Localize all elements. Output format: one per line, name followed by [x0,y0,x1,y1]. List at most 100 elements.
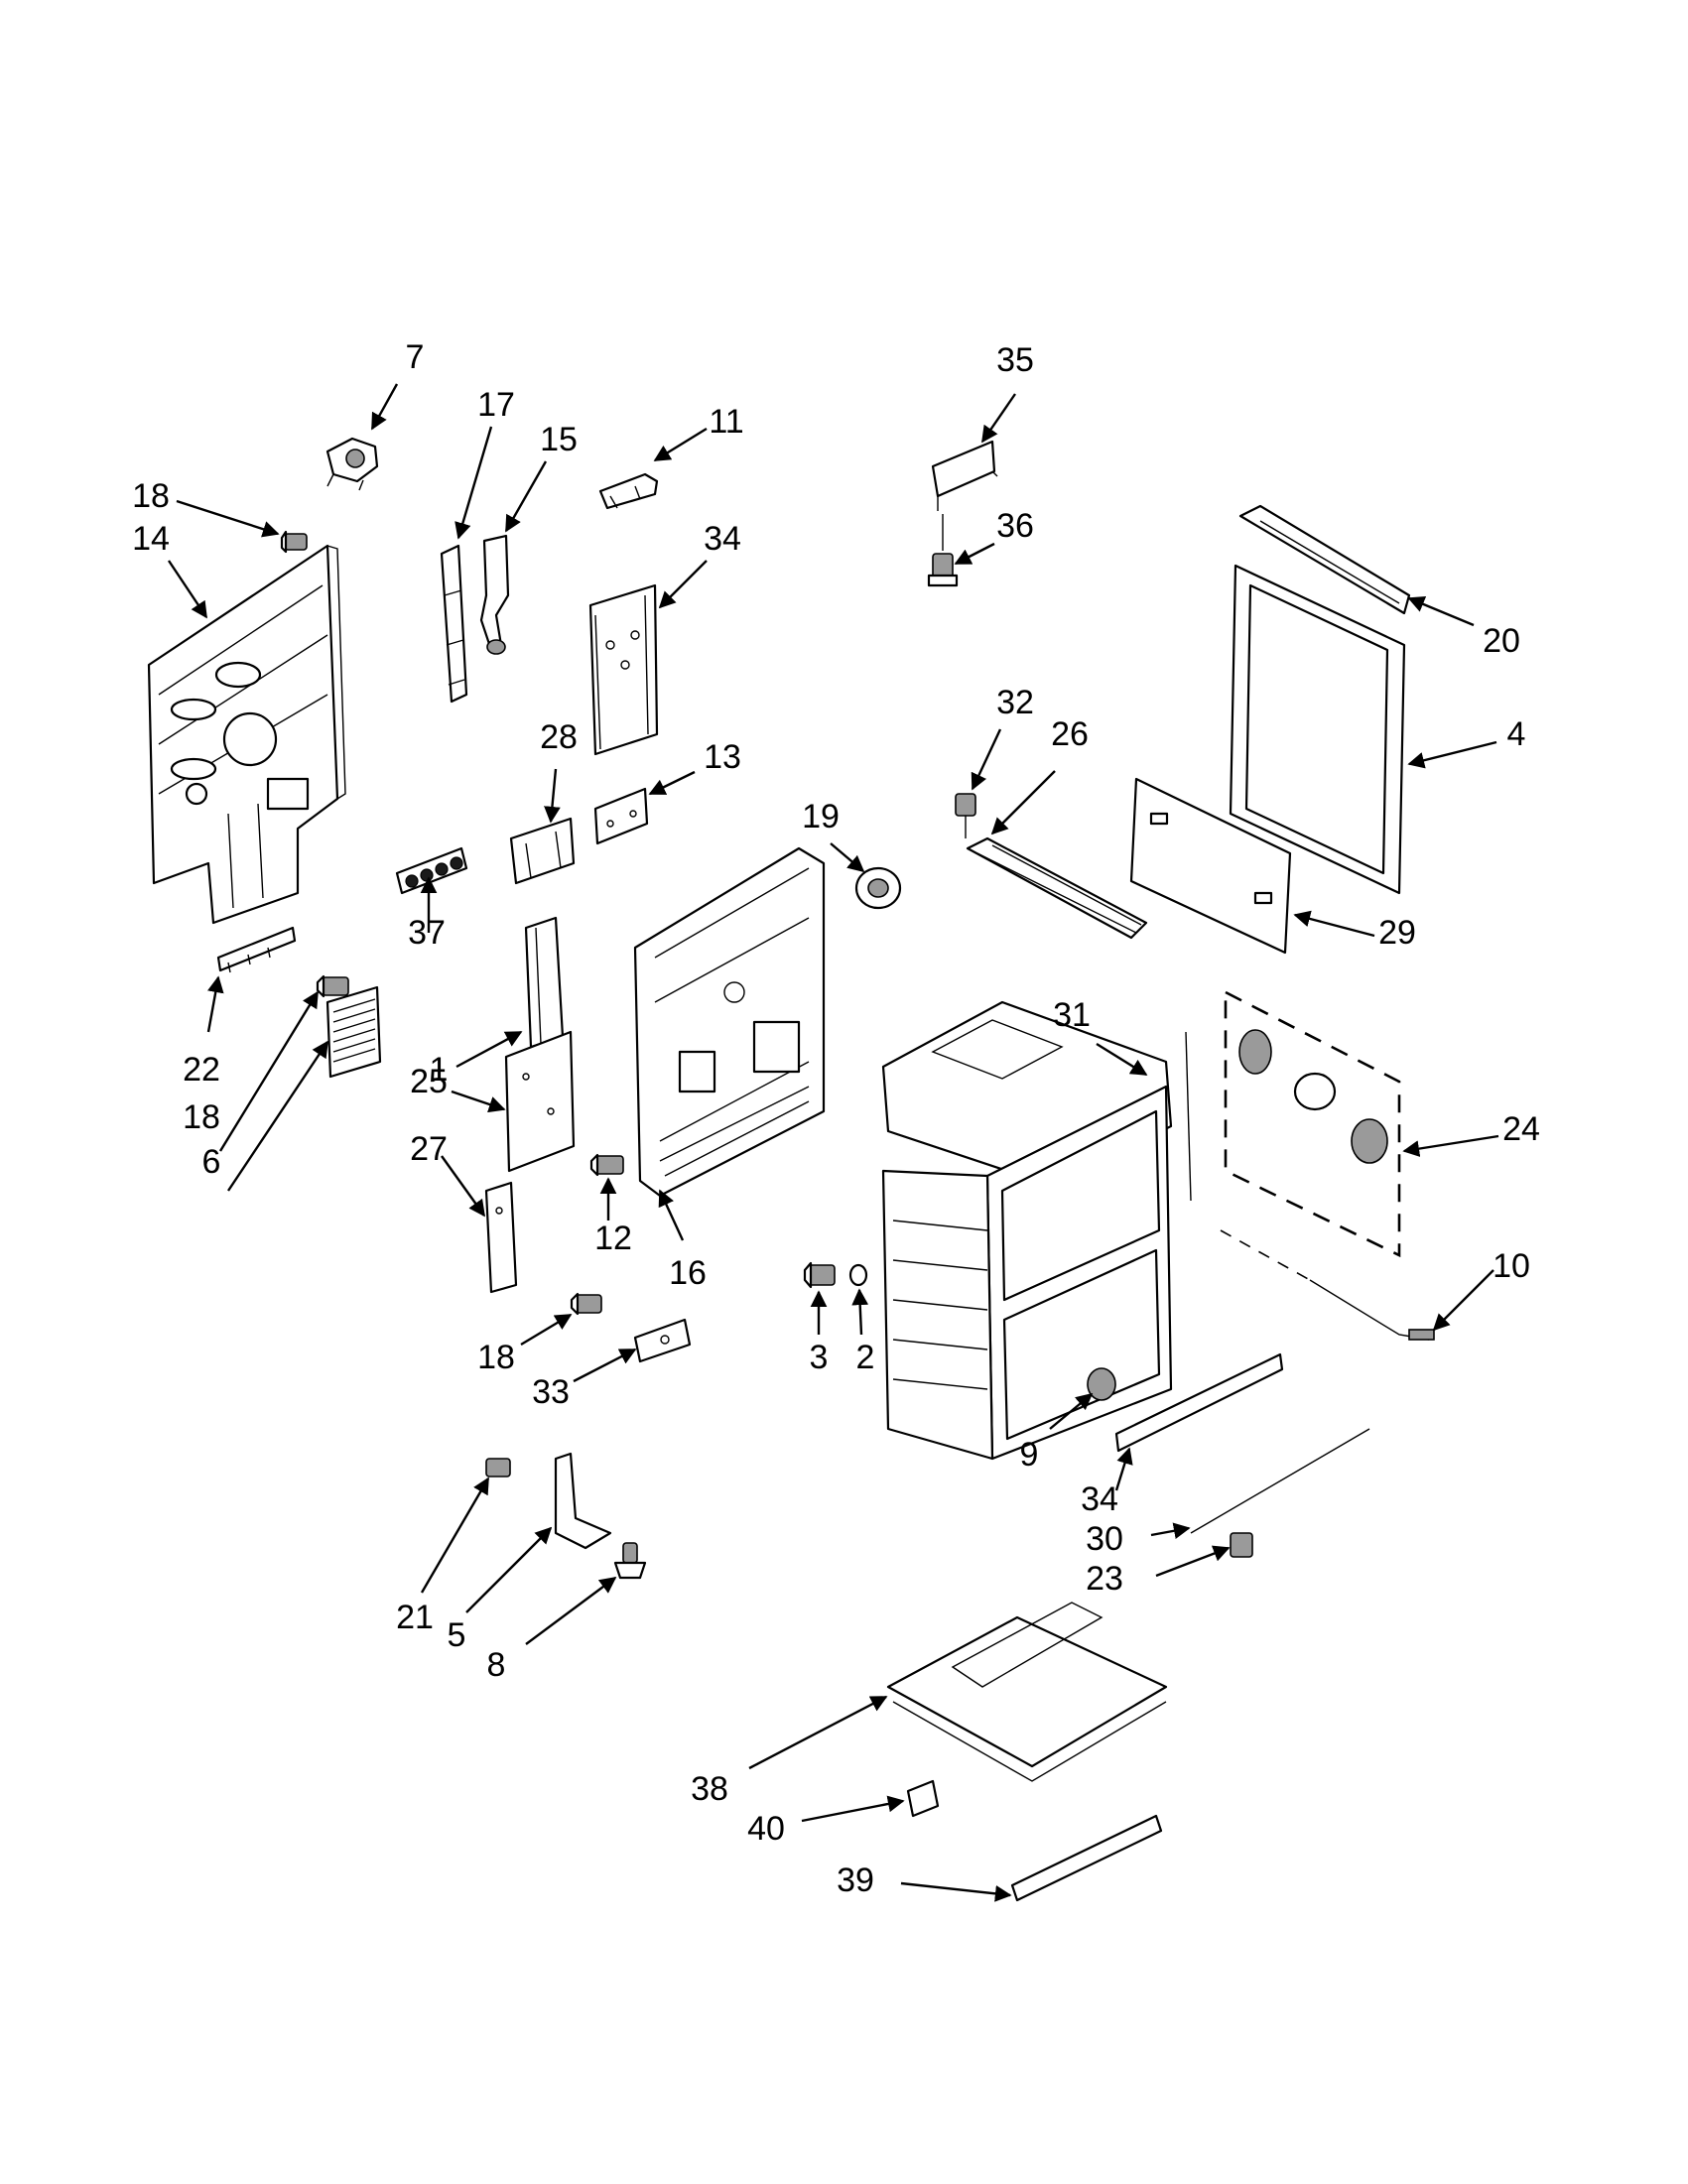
callout-11: 11 [709,403,743,441]
callout-27: 27 [410,1130,448,1168]
callout-4: 4 [1507,715,1526,753]
part-7-drawing [325,437,379,491]
leader-18b [218,990,320,1152]
part-24-drawing [1224,989,1401,1258]
part-33-drawing [633,1318,692,1363]
leader-lines [168,383,1499,1902]
part-5-drawing [554,1452,612,1550]
leader-32 [971,728,1002,791]
part-3-drawing [803,1261,836,1289]
leader-26 [990,770,1056,835]
callout-6: 6 [202,1143,221,1181]
leader-23 [1155,1545,1231,1578]
leader-10 [1432,1269,1494,1332]
callout-33: 33 [532,1373,570,1411]
leader-36 [954,542,995,566]
leader-28 [544,768,561,824]
callout-39: 39 [837,1862,874,1899]
callout-12: 12 [594,1220,632,1257]
callout-31: 31 [1053,996,1091,1034]
leader-13 [648,770,696,796]
leader-22 [206,975,224,1033]
leader-40 [801,1795,905,1823]
callout-23: 23 [1086,1560,1123,1598]
leader-1 [455,1030,523,1069]
leader-30 [1150,1522,1191,1540]
part-8-drawing [613,1542,647,1580]
part-36-drawing [927,514,959,587]
leader-14 [168,560,207,619]
callout-40: 40 [747,1810,785,1848]
leader-34b [1114,1447,1133,1491]
leader-15 [504,460,548,533]
callout-1: 1 [430,1051,449,1089]
part-26-drawing [966,836,1148,940]
part-30-drawing [1190,1428,1370,1534]
callout-3: 3 [810,1339,829,1376]
leader-5 [465,1526,553,1613]
part-38-drawing [886,1602,1168,1782]
leader-21 [420,1477,490,1594]
part-19-drawing [854,866,902,910]
callout-18a: 18 [132,477,170,515]
leader-29 [1293,910,1375,938]
part-18b-drawing [316,974,349,998]
leader-31 [1096,1042,1148,1077]
callout-28: 28 [540,718,578,756]
leader-33 [573,1348,637,1383]
callout-9: 9 [1020,1436,1039,1474]
part-22-drawing [216,926,297,973]
callout-19: 19 [802,798,840,835]
callout-36: 36 [996,507,1034,545]
leader-11 [653,427,708,462]
leader-17 [454,426,493,540]
callout-18b: 18 [183,1098,220,1136]
part-14-drawing [147,544,346,925]
callout-24: 24 [1502,1110,1540,1148]
leader-34a [658,560,708,609]
leader-18c [520,1313,573,1347]
part-4-drawing [1229,564,1406,895]
part-20-drawing [1238,504,1411,615]
leader-9 [1049,1392,1094,1430]
part-16-drawing [633,846,826,1198]
callout-37: 37 [408,914,446,952]
part-11-drawing [598,472,659,510]
part-27-drawing [484,1181,518,1294]
part-21-drawing [485,1458,511,1477]
part-34a-drawing [588,583,659,756]
callout-15: 15 [540,421,578,458]
part-25-drawing [504,1030,576,1173]
callout-14: 14 [132,520,170,558]
callout-32: 32 [996,684,1034,721]
part-29-drawing [1129,777,1292,955]
leader-27 [441,1155,485,1218]
part-18a-drawing [280,530,308,554]
part-37-drawing [395,846,468,895]
part-15-drawing [479,534,510,655]
part-35-drawing [931,440,998,511]
part-34b-drawing [1114,1352,1284,1453]
leader-20 [1407,596,1475,627]
leader-35 [981,393,1016,444]
part-39-drawing [1010,1814,1163,1902]
callout-38: 38 [691,1770,728,1808]
leader-39 [900,1881,1012,1902]
leader-18a [176,499,280,538]
part-31-drawing [881,1000,1192,1461]
callout-22: 22 [183,1051,220,1089]
part-18c-drawing [570,1292,602,1316]
leader-8 [525,1576,617,1645]
leader-24 [1402,1134,1499,1157]
part-2-drawing [848,1263,868,1287]
leader-7 [370,383,399,431]
leader-2 [851,1288,869,1336]
callout-7: 7 [406,338,425,376]
callout-20: 20 [1483,622,1520,660]
leader-19 [830,842,865,873]
callout-34b: 34 [1081,1480,1118,1518]
part-40-drawing [906,1779,940,1818]
callout-2: 2 [856,1339,875,1376]
callout-8: 8 [487,1646,506,1684]
